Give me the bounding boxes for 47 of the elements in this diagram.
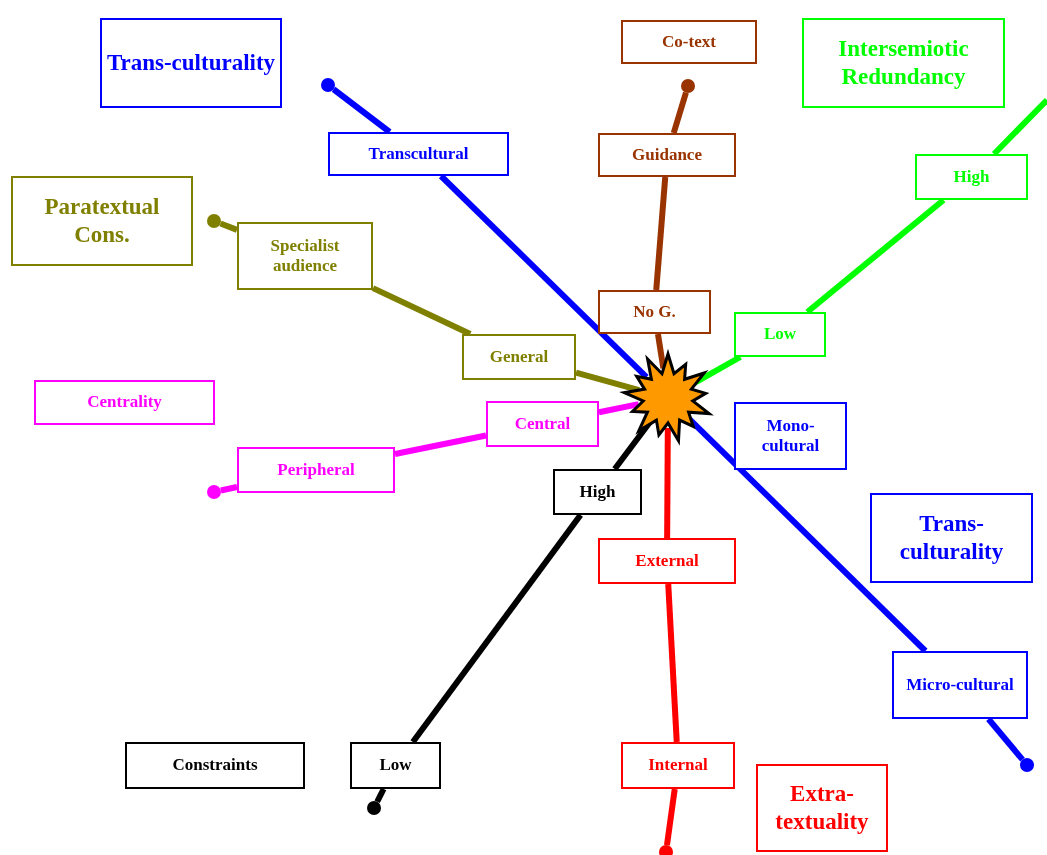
value-box: High — [553, 469, 642, 515]
end-dot — [321, 78, 335, 92]
value-box: High — [915, 154, 1028, 200]
end-dot — [207, 214, 221, 228]
end-dot — [367, 801, 381, 815]
dimension-title-box: Trans-culturality — [100, 18, 282, 108]
value-box: External — [598, 538, 736, 584]
connector-line — [374, 787, 387, 804]
connector-line — [991, 97, 1047, 157]
value-box: Peripheral — [237, 447, 395, 493]
connector-line — [598, 401, 640, 416]
value-box: Internal — [621, 742, 735, 789]
starburst — [622, 352, 714, 444]
connector-line — [664, 427, 671, 539]
value-box: Co-text — [621, 20, 757, 64]
value-box: Constraints — [125, 742, 305, 789]
value-box: Low — [350, 742, 441, 789]
end-dot — [1020, 758, 1034, 772]
value-box: Low — [734, 312, 826, 357]
connector-line — [410, 513, 583, 744]
value-box: Specialist audience — [237, 222, 373, 290]
dimension-title-box: Trans-culturality — [870, 493, 1033, 583]
connector-line — [219, 220, 239, 233]
end-dot — [659, 845, 673, 855]
dimension-title-box: Intersemiotic Redundancy — [802, 18, 1005, 108]
dimension-title-box: Extra-textuality — [756, 764, 888, 852]
connector-line — [371, 285, 472, 337]
connector-line — [331, 86, 392, 135]
value-box: Guidance — [598, 133, 736, 177]
value-box: Central — [486, 401, 599, 447]
end-dot — [207, 485, 221, 499]
connector-line — [664, 788, 678, 846]
value-box: Centrality — [34, 380, 215, 425]
connector-line — [220, 484, 238, 494]
value-box: Micro-cultural — [892, 651, 1028, 719]
dimension-title-box: Paratextual Cons. — [11, 176, 193, 266]
value-box: No G. — [598, 290, 711, 334]
connector-line — [394, 432, 487, 457]
value-box: Transcultural — [328, 132, 509, 176]
connector-line — [986, 717, 1025, 762]
value-box: General — [462, 334, 576, 380]
connector-line — [575, 369, 640, 393]
connector-line — [665, 583, 680, 743]
end-dot — [681, 79, 695, 93]
connector-line — [653, 176, 669, 291]
connector-line — [670, 91, 689, 134]
value-box: Mono-cultural — [734, 402, 847, 470]
